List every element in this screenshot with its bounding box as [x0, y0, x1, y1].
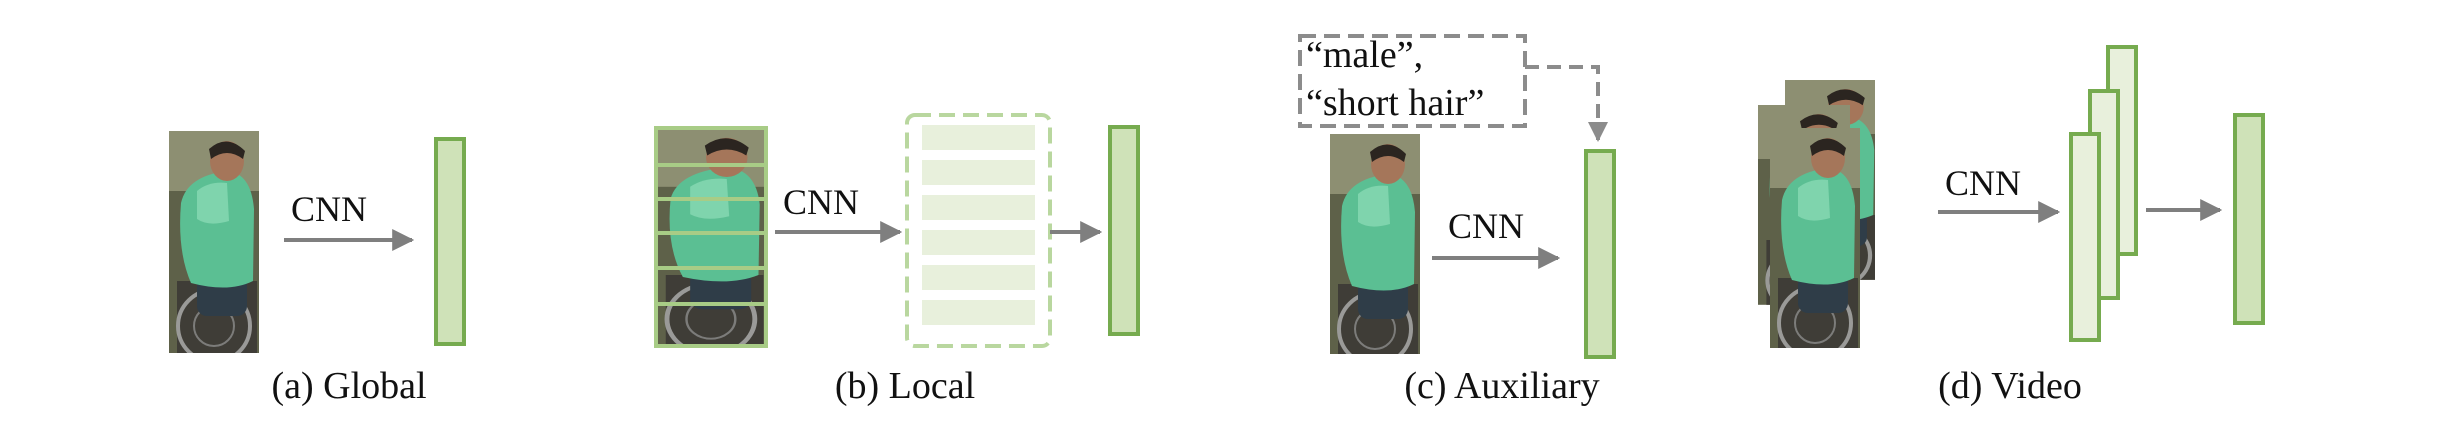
feature-vector-global: [434, 137, 466, 346]
attribute-dashed-box: [1298, 34, 1527, 128]
person-image-auxiliary: [1330, 134, 1420, 354]
frame-image-1: [1770, 128, 1860, 348]
feature-vector-video: [2233, 113, 2265, 325]
panel-local: [654, 113, 1140, 354]
feature-vector-local: [1108, 125, 1140, 336]
caption-video: (d) Video: [1938, 365, 2082, 407]
attribute-male: “male”,: [1306, 34, 1424, 76]
frame-feature-1: [2069, 132, 2101, 342]
panel-video: [1758, 45, 2265, 348]
part-feature-stripes: [922, 125, 1035, 325]
horizontal-stripes: [654, 126, 768, 348]
cnn-label-auxiliary: CNN: [1448, 206, 1525, 246]
person-image-local: [656, 128, 766, 354]
caption-local: (b) Local: [834, 365, 976, 407]
person-image-global: [169, 131, 259, 353]
feature-vector-auxiliary: [1584, 149, 1616, 359]
attribute-short-hair: “short hair”: [1306, 82, 1485, 124]
caption-global: (a) Global: [271, 365, 427, 407]
panel-auxiliary: [1298, 34, 1616, 359]
panel-global: [169, 131, 466, 353]
attribute-dashed-arrow: [1525, 65, 1608, 142]
cnn-label-local: CNN: [783, 182, 860, 222]
caption-auxiliary: (c) Auxiliary: [1404, 365, 1600, 407]
cnn-label-video: CNN: [1945, 163, 2022, 203]
cnn-label-global: CNN: [291, 189, 368, 229]
